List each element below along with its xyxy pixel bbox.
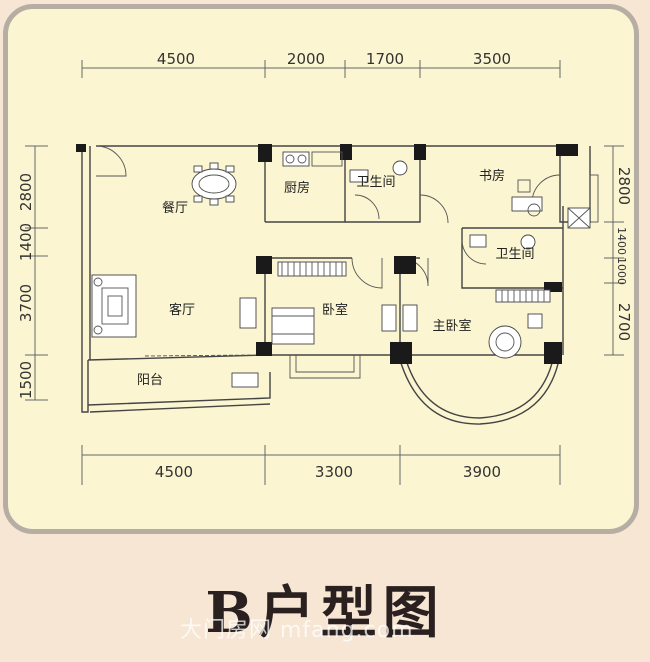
- top-dimension-line: 4500 2000 1700 3500: [81, 50, 561, 78]
- living-sofa: [91, 274, 137, 338]
- master-wardrobe: [495, 289, 551, 303]
- door-swings: [95, 145, 561, 289]
- top-dim-3: 1700: [366, 50, 404, 68]
- room-labels: 餐厅 厨房 卫生间 书房 卫生间 客厅 卧室 主卧室 阳台: [137, 168, 535, 388]
- bath1-toilet: [392, 160, 408, 176]
- study-desk: [511, 196, 543, 212]
- room-study: 书房: [479, 168, 505, 184]
- left-dim-3: 3700: [17, 284, 35, 322]
- watermark: 大门房网 mfang.com: [180, 618, 414, 643]
- top-dim-2: 2000: [287, 50, 325, 68]
- top-dim-1: 4500: [157, 50, 195, 68]
- left-dim-4: 1500: [17, 361, 35, 399]
- bottom-dim-1: 4500: [155, 463, 193, 481]
- bedroom-bed: [271, 307, 315, 345]
- balcony-sink: [231, 372, 259, 388]
- left-dimension-line: 2800 1400 3700 1500: [17, 145, 48, 401]
- master-bed: [488, 325, 522, 359]
- bath2-toilet: [520, 234, 536, 250]
- room-master: 主卧室: [432, 318, 471, 334]
- room-kitchen: 厨房: [284, 180, 310, 196]
- right-dimension-line: 2800 1400 1000 2700: [604, 145, 633, 356]
- furniture: [91, 151, 551, 388]
- floor-plan: 4500 2000 1700 3500 4500 3300 3900 2800 …: [17, 50, 633, 485]
- walls: [81, 145, 599, 425]
- page-title: B户型图: [205, 580, 445, 646]
- bottom-dim-3: 3900: [463, 463, 501, 481]
- bottom-dim-2: 3300: [315, 463, 353, 481]
- room-balcony: 阳台: [137, 373, 163, 388]
- right-dim-2: 1400: [615, 227, 628, 255]
- bottom-dimension-line: 4500 3300 3900: [81, 445, 561, 485]
- right-dim-4: 2700: [615, 303, 633, 341]
- living-tv: [239, 297, 257, 329]
- columns: [76, 144, 578, 364]
- room-bedroom: 卧室: [322, 302, 348, 318]
- right-dim-1: 2800: [615, 167, 633, 205]
- right-dim-3: 1000: [615, 257, 628, 285]
- left-dim-2: 1400: [17, 223, 35, 261]
- room-bath2: 卫生间: [495, 247, 534, 262]
- room-living: 客厅: [169, 302, 195, 318]
- top-dim-4: 3500: [473, 50, 511, 68]
- room-bath1: 卫生间: [356, 175, 395, 190]
- room-dining: 餐厅: [162, 200, 188, 216]
- kitchen-sink: [282, 151, 310, 167]
- left-dim-1: 2800: [17, 173, 35, 211]
